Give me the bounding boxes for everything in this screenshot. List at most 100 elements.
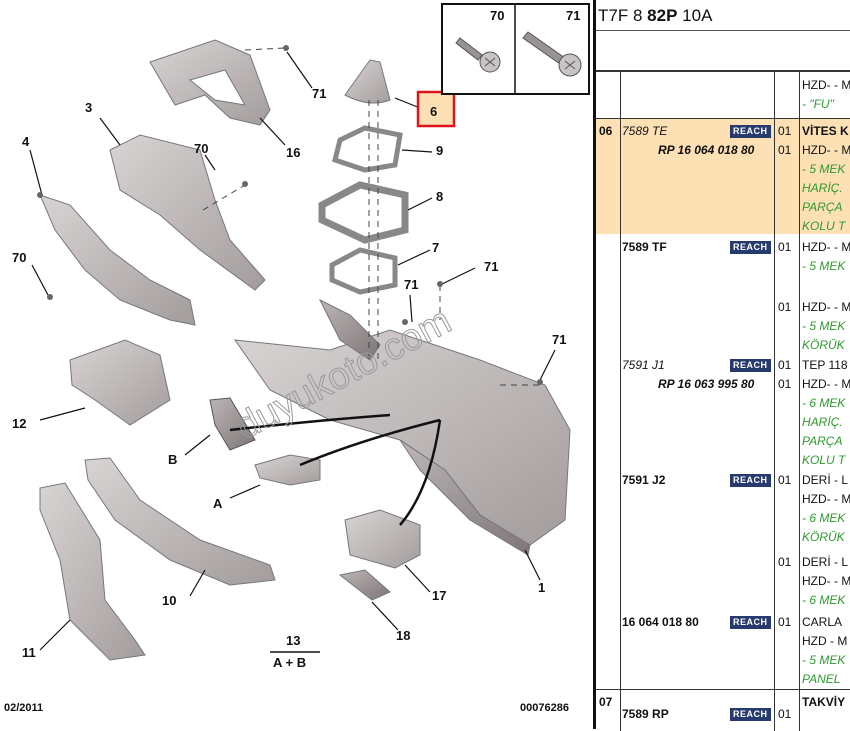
reach-badge: REACH <box>730 125 771 138</box>
description-line: - 5 MEK <box>802 259 846 273</box>
part-number: RP 16 064 018 80 <box>658 143 755 157</box>
header-rule <box>596 30 850 31</box>
callout-8: 8 <box>436 189 443 204</box>
part-ref: 7591 J2 <box>622 473 666 487</box>
callout-13: 13 <box>286 633 300 648</box>
callout-6: 6 <box>430 104 437 119</box>
description-line: HARİÇ. <box>802 181 843 195</box>
callout-6-highlight <box>416 90 456 128</box>
callout-4: 4 <box>22 134 30 149</box>
description-line: HZD- - M <box>802 143 850 157</box>
reach-badge: REACH <box>730 241 771 254</box>
description-line: KÖRÜK <box>802 338 845 352</box>
reach-badge: REACH <box>730 359 771 372</box>
callout-70-b: 70 <box>12 250 26 265</box>
quantity: 01 <box>778 358 792 372</box>
part-ref: 7589 TF <box>622 240 667 254</box>
description-line: - 5 MEK <box>802 162 846 176</box>
callout-70-a: 70 <box>194 141 208 156</box>
description-line: VİTES K <box>802 124 849 138</box>
description-line: - 5 MEK <box>802 319 846 333</box>
header-model: T7F <box>598 6 629 25</box>
quantity: 01 <box>778 124 792 138</box>
footer-code: 00076286 <box>520 702 569 714</box>
callout-13-sub: A + B <box>273 655 306 670</box>
description-line: PANEL <box>802 672 841 686</box>
part-8-frame <box>318 181 409 244</box>
description-line: - "FU" <box>802 97 834 111</box>
description-line: DERİ - L <box>802 473 849 487</box>
part-4-side-panel <box>39 194 196 326</box>
description-line: HZD- - M <box>802 300 850 314</box>
callout-71-d: 71 <box>552 332 566 347</box>
callout-71-a: 71 <box>312 86 326 101</box>
callout-71-c: 71 <box>404 277 418 292</box>
callout-b: B <box>168 452 177 467</box>
parts-diagram: 71 16 3 70 4 70 9 8 7 71 71 71 12 B A 10… <box>4 3 590 714</box>
screw-71-icon <box>522 31 582 77</box>
table-row[interactable]: HZD- - M - "FU" <box>596 72 850 118</box>
description-line: DERİ - L <box>802 555 849 569</box>
callout-9: 9 <box>436 143 443 158</box>
screw-70-icon <box>455 37 501 73</box>
description-line: HZD- - M <box>802 377 850 391</box>
description-line: TAKVİY <box>802 695 846 709</box>
description-line: HZD- - M <box>802 78 850 92</box>
description-line: HZD- - M <box>802 240 850 254</box>
part-1-console <box>233 329 571 546</box>
callout-12: 12 <box>12 416 26 431</box>
callout-11: 11 <box>22 645 36 660</box>
inset-label-70: 70 <box>490 8 504 23</box>
reach-badge: REACH <box>730 616 771 629</box>
reach-badge: REACH <box>730 708 771 721</box>
parts-table: HZD- - M - "FU" 06 7589 TE REACH RP 16 064 01… <box>596 70 850 731</box>
description-line: KOLU T <box>802 453 846 467</box>
callout-3: 3 <box>85 100 92 115</box>
group-number: 06 <box>599 124 613 138</box>
header-sub: 10A <box>682 6 713 25</box>
part-b-trim <box>209 397 256 451</box>
callout-a: A <box>213 496 223 511</box>
quantity: 01 <box>778 377 792 391</box>
description-line: KOLU T <box>802 219 846 233</box>
part-3-panel <box>109 134 266 291</box>
description-line: CARLA <box>802 615 843 629</box>
panel-divider <box>593 0 596 729</box>
part-9-ring <box>332 125 403 173</box>
reach-badge: REACH <box>730 474 771 487</box>
callout-18: 18 <box>396 628 410 643</box>
description-line: PARÇA <box>802 200 843 214</box>
header-code: 82P <box>647 6 678 25</box>
header-num: 8 <box>632 6 643 25</box>
catalog-header: T7F 8 82P 10A <box>598 6 712 26</box>
part-ref: 16 064 018 80 <box>622 615 699 629</box>
description-line: - 5 MEK <box>802 653 846 667</box>
part-ref: 7591 J1 <box>622 358 665 372</box>
inset-label-71: 71 <box>566 8 580 23</box>
part-6-knob <box>344 59 391 104</box>
description-line: HARİÇ. <box>802 415 843 429</box>
footer-date: 02/2011 <box>4 702 44 714</box>
quantity: 01 <box>778 300 792 314</box>
quantity: 01 <box>778 707 792 721</box>
callout-71-b: 71 <box>484 259 498 274</box>
part-10-duct <box>84 457 276 586</box>
callout-10: 10 <box>162 593 176 608</box>
table-row[interactable]: 01 HZD- - M - 5 MEK KÖRÜK <box>596 294 850 352</box>
description-line: PARÇA <box>802 434 843 448</box>
callout-17: 17 <box>432 588 446 603</box>
description-line: HZD- - M <box>802 492 850 506</box>
screw-inset: 70 71 <box>441 3 590 95</box>
part-number: RP 16 063 995 80 <box>658 377 755 391</box>
group-number: 07 <box>599 695 613 709</box>
description-line: - 6 MEK <box>802 511 846 525</box>
part-ref: 7589 TE <box>622 124 668 138</box>
description-line: HZD - M <box>802 634 848 648</box>
